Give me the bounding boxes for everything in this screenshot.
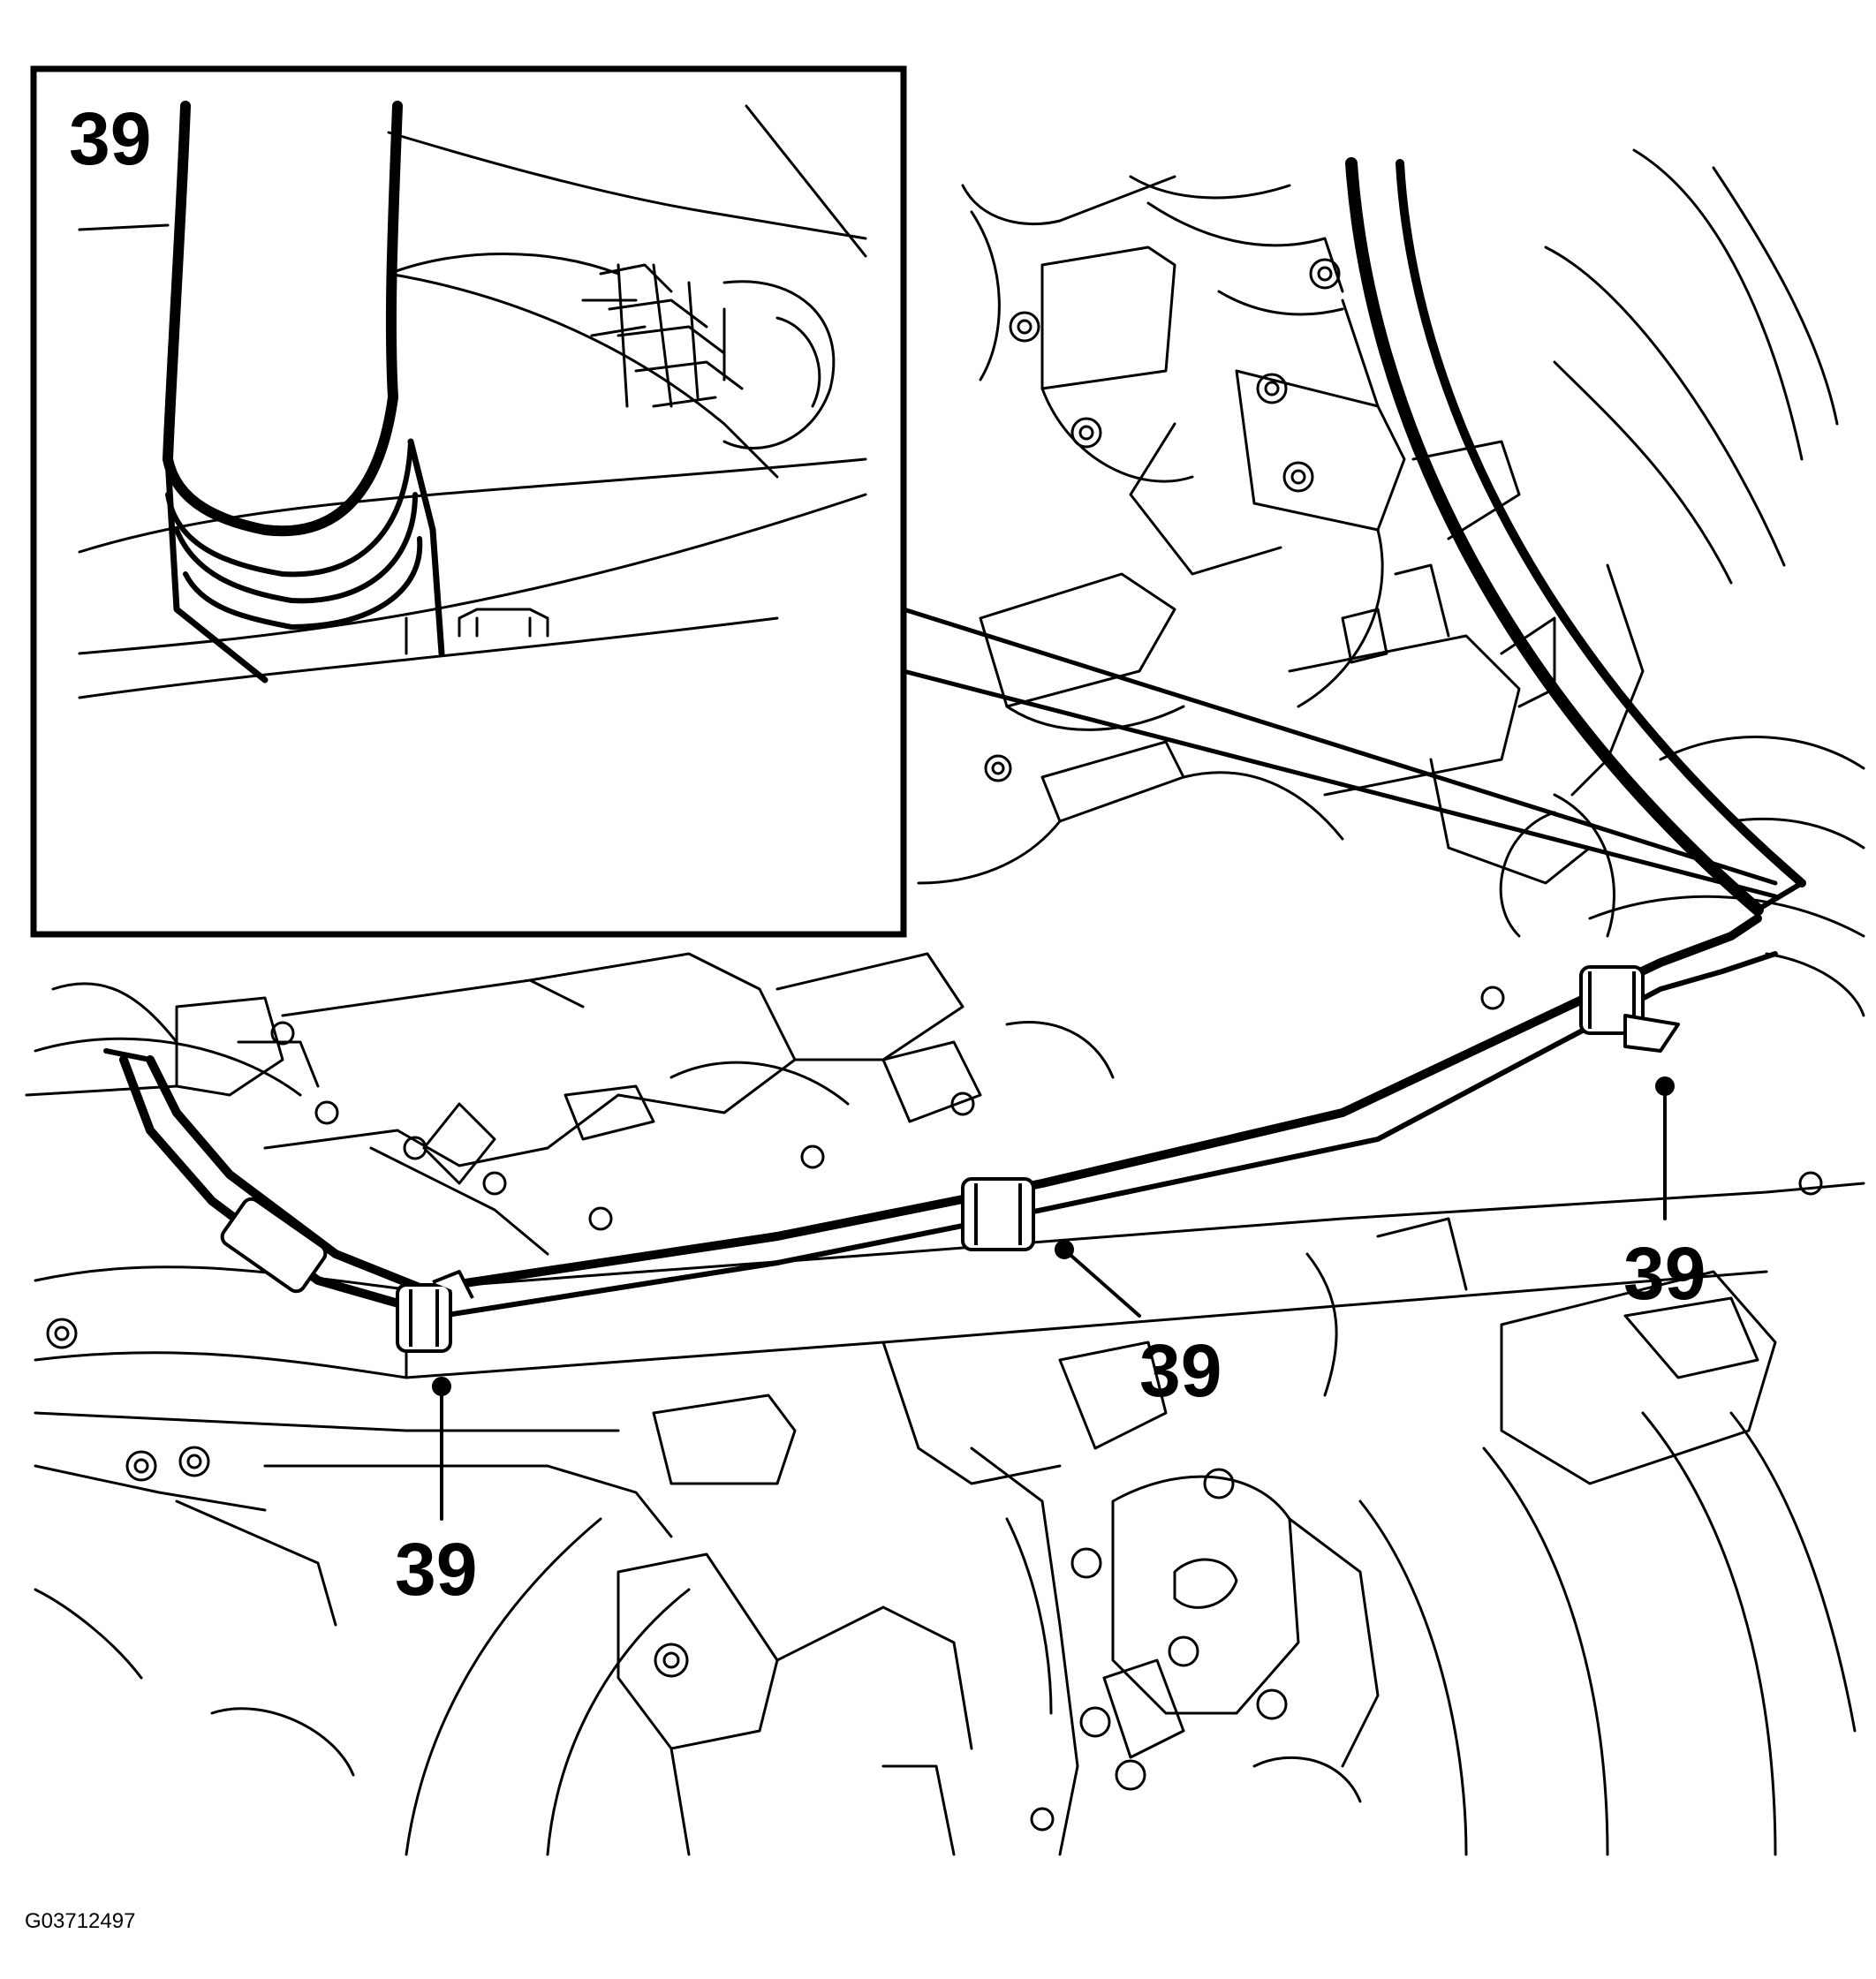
inset-pointer-lines <box>904 609 1775 896</box>
callout-label-left: 39 <box>395 1528 478 1611</box>
bolt-heads <box>48 260 1821 1830</box>
callout-leaders <box>434 1078 1673 1519</box>
inset-detail <box>34 69 904 934</box>
callout-label-right: 39 <box>1623 1232 1706 1315</box>
callout-label-middle: 39 <box>1139 1329 1222 1412</box>
coolant-hose <box>106 163 1802 1316</box>
clamp-left <box>397 1272 473 1351</box>
hose-clamps <box>219 967 1678 1351</box>
hose-collar <box>219 1196 329 1295</box>
undercarriage-line-art <box>26 150 1864 1854</box>
clamp-right <box>1581 967 1678 1051</box>
leader-left <box>434 1379 450 1519</box>
inset-callout-label: 39 <box>69 97 152 180</box>
inset-hose <box>168 106 442 680</box>
figure-id: G03712497 <box>25 1909 136 1933</box>
leader-right <box>1657 1078 1673 1219</box>
leader-middle <box>1056 1242 1139 1316</box>
clamp-middle <box>963 1179 1033 1250</box>
